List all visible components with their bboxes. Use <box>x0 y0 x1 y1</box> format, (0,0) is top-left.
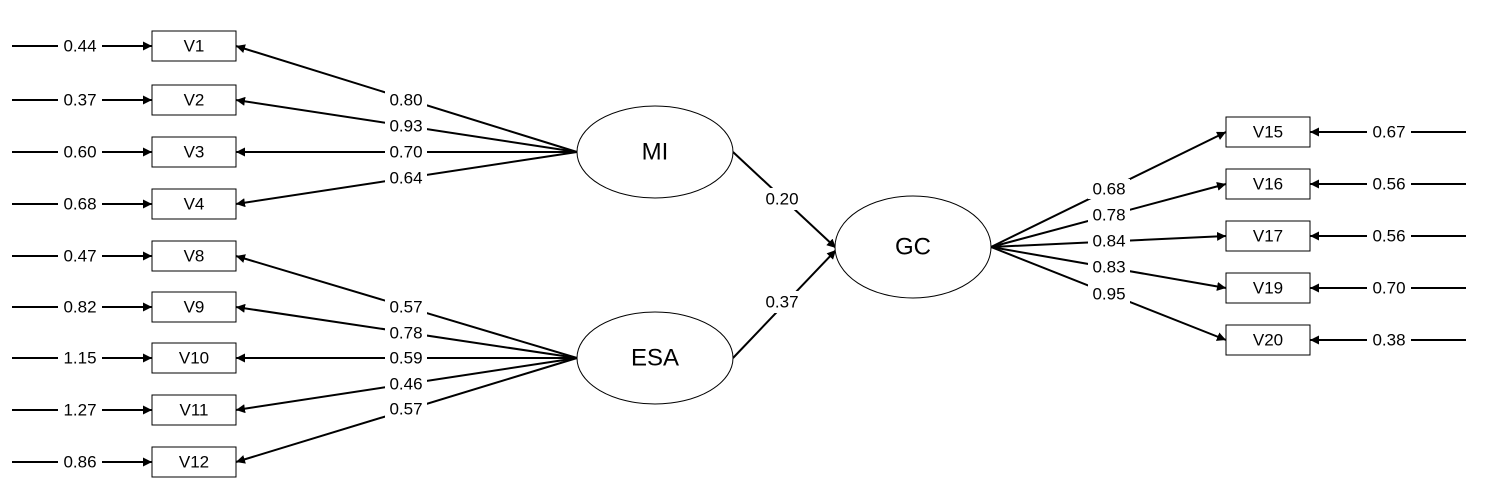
loading-label-V15: 0.68 <box>1092 180 1125 199</box>
indicator-V4-box <box>151 188 237 220</box>
indicator-V3-box <box>151 136 237 168</box>
loading-label-V4: 0.64 <box>389 169 422 188</box>
error-label-bg <box>58 90 102 110</box>
loading-label-V3: 0.70 <box>389 143 422 162</box>
error-label-bg <box>58 142 102 162</box>
loading-label-bg <box>385 374 427 394</box>
indicator-V9-label: V9 <box>184 298 205 317</box>
indicator-V11-box <box>151 394 237 426</box>
error-label-V20: 0.38 <box>1372 331 1405 350</box>
error-label-V12: 0.86 <box>63 453 96 472</box>
indicator-V8-box <box>151 240 237 272</box>
loading-label-V12: 0.57 <box>389 400 422 419</box>
latent-mi-ellipse <box>576 105 734 199</box>
error-label-bg <box>58 194 102 214</box>
indicator-V20-label: V20 <box>1253 331 1283 350</box>
error-label-bg <box>58 246 102 266</box>
loading-label-bg <box>385 399 427 419</box>
loading-label-V11: 0.46 <box>389 375 422 394</box>
indicator-V15-label: V15 <box>1253 123 1283 142</box>
error-label-V19: 0.70 <box>1372 279 1405 298</box>
error-label-V8: 0.47 <box>63 247 96 266</box>
indicator-V4-label: V4 <box>184 195 205 214</box>
error-label-bg <box>58 36 102 56</box>
loading-label-V10: 0.59 <box>389 349 422 368</box>
path-label-esa-gc: 0.37 <box>765 293 798 312</box>
latent-gc-label: GC <box>895 234 931 261</box>
indicator-V11-label: V11 <box>180 401 209 420</box>
error-label-V4: 0.68 <box>63 195 96 214</box>
indicator-V16-box <box>1225 168 1311 200</box>
loading-label-bg <box>385 116 427 136</box>
loading-label-bg <box>385 142 427 162</box>
loading-label-bg <box>385 348 427 368</box>
loading-label-bg <box>1088 179 1130 199</box>
loading-label-V1: 0.80 <box>389 91 422 110</box>
error-label-V2: 0.37 <box>63 91 96 110</box>
latent-gc-ellipse <box>834 195 992 299</box>
error-label-V15: 0.67 <box>1372 123 1405 142</box>
loading-label-V17: 0.84 <box>1092 232 1125 251</box>
loading-label-bg <box>1088 284 1130 304</box>
loading-label-bg <box>1088 205 1130 225</box>
indicator-V19-box <box>1225 272 1311 304</box>
path-label-bg <box>760 291 804 313</box>
loading-label-bg <box>385 323 427 343</box>
indicator-V15-box <box>1225 116 1311 148</box>
error-label-V17: 0.56 <box>1372 227 1405 246</box>
indicator-V12-box <box>151 446 237 478</box>
error-label-bg <box>58 452 102 472</box>
path-label-mi-gc: 0.20 <box>765 190 798 209</box>
indicator-V16-label: V16 <box>1253 175 1283 194</box>
error-label-V10: 1.15 <box>63 349 96 368</box>
loading-label-bg <box>1088 231 1130 251</box>
indicator-V2-box <box>151 84 237 116</box>
error-label-V11: 1.27 <box>63 401 96 420</box>
indicator-V2-label: V2 <box>184 91 205 110</box>
indicator-V1-box <box>151 30 237 62</box>
error-label-bg <box>1367 174 1411 194</box>
error-label-bg <box>1367 330 1411 350</box>
indicator-V10-label: V10 <box>179 349 209 368</box>
loading-label-bg <box>385 168 427 188</box>
indicator-V17-box <box>1225 220 1311 252</box>
indicator-V8-label: V8 <box>184 247 205 266</box>
indicator-V17-label: V17 <box>1253 227 1283 246</box>
error-label-bg <box>1367 278 1411 298</box>
path-label-bg <box>760 188 804 210</box>
indicator-V9-box <box>151 291 237 323</box>
error-label-V16: 0.56 <box>1372 175 1405 194</box>
error-label-V9: 0.82 <box>63 298 96 317</box>
loading-label-V16: 0.78 <box>1092 206 1125 225</box>
error-label-V1: 0.44 <box>63 37 96 56</box>
indicator-V20-box <box>1225 324 1311 356</box>
latent-esa-ellipse <box>576 311 734 405</box>
loading-label-bg <box>385 297 427 317</box>
indicator-V1-label: V1 <box>184 37 205 56</box>
indicator-V19-label: V19 <box>1253 279 1283 298</box>
loading-label-V8: 0.57 <box>389 298 422 317</box>
latent-esa-label: ESA <box>631 345 679 372</box>
indicator-V10-box <box>151 342 237 374</box>
loading-label-bg <box>385 90 427 110</box>
loading-label-V9: 0.78 <box>389 324 422 343</box>
error-label-bg <box>1367 226 1411 246</box>
error-label-bg <box>1367 122 1411 142</box>
loading-label-V20: 0.95 <box>1092 285 1125 304</box>
loading-label-V2: 0.93 <box>389 117 422 136</box>
latent-mi-label: MI <box>642 139 669 166</box>
indicator-V12-label: V12 <box>179 453 209 472</box>
error-label-bg <box>58 297 102 317</box>
error-label-bg <box>58 348 102 368</box>
error-label-bg <box>58 400 102 420</box>
loading-label-bg <box>1088 257 1130 277</box>
indicator-V3-label: V3 <box>184 143 205 162</box>
error-label-V3: 0.60 <box>63 143 96 162</box>
loading-label-V19: 0.83 <box>1092 258 1125 277</box>
